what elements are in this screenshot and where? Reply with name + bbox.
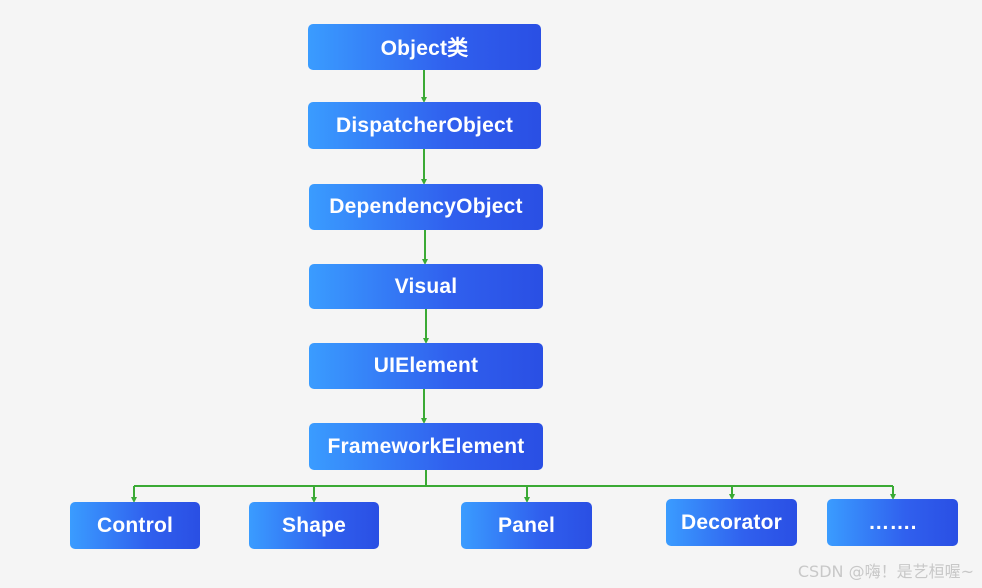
framework-element-node[interactable]: FrameworkElement <box>309 423 543 470</box>
dependency-object-node[interactable]: DependencyObject <box>309 184 543 230</box>
panel-node[interactable]: Panel <box>461 502 592 549</box>
control-node[interactable]: Control <box>70 502 200 549</box>
shape-node[interactable]: Shape <box>249 502 379 549</box>
dispatcher-object-node[interactable]: DispatcherObject <box>308 102 541 149</box>
visual-node[interactable]: Visual <box>309 264 543 309</box>
more-node[interactable]: ……. <box>827 499 958 546</box>
uielement-node[interactable]: UIElement <box>309 343 543 389</box>
decorator-node[interactable]: Decorator <box>666 499 797 546</box>
watermark: CSDN @嗨！是艺桓喔~ <box>797 562 974 581</box>
object-node[interactable]: Object类 <box>308 24 541 70</box>
